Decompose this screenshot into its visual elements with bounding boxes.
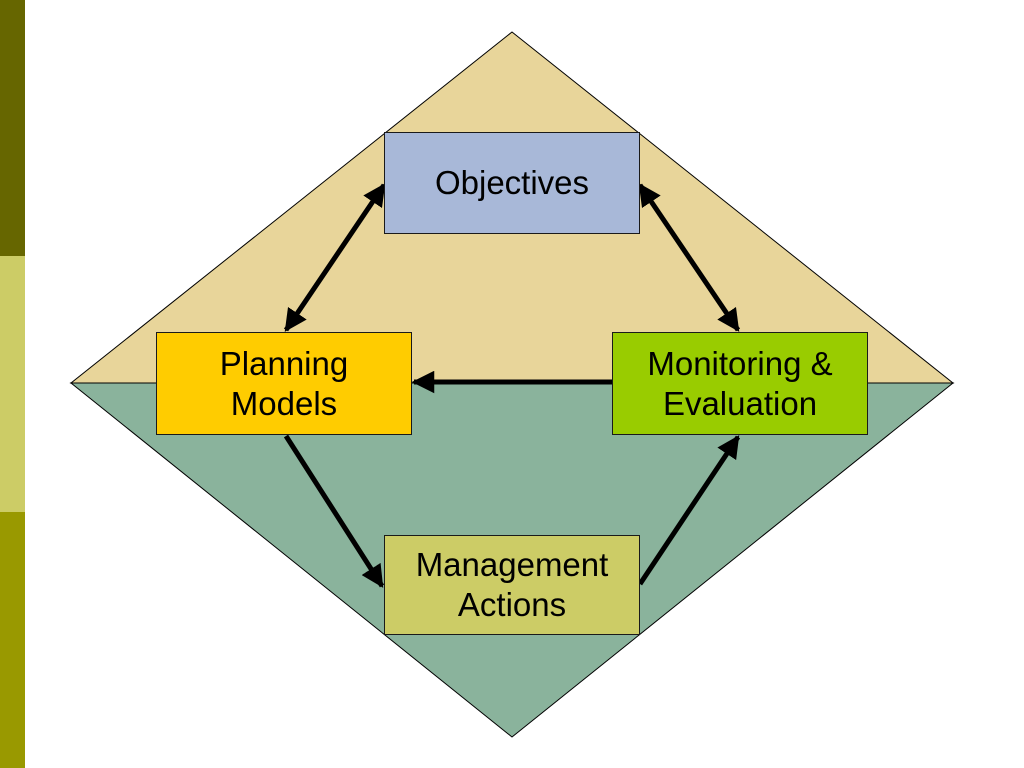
monitoring-evaluation-box: Monitoring & Evaluation [612, 332, 868, 435]
side-bar-bottom [0, 512, 25, 768]
side-bar-top [0, 0, 25, 256]
side-bar-middle [0, 256, 25, 512]
planning-models-box: Planning Models [156, 332, 412, 435]
arrow-planning-management [283, 434, 385, 588]
arrow-management-monitoring [637, 435, 741, 586]
arrow-objectives-monitoring [637, 183, 741, 332]
objectives-box: Objectives [384, 132, 640, 234]
management-actions-box: Management Actions [384, 535, 640, 635]
arrow-objectives-planning [283, 183, 387, 332]
